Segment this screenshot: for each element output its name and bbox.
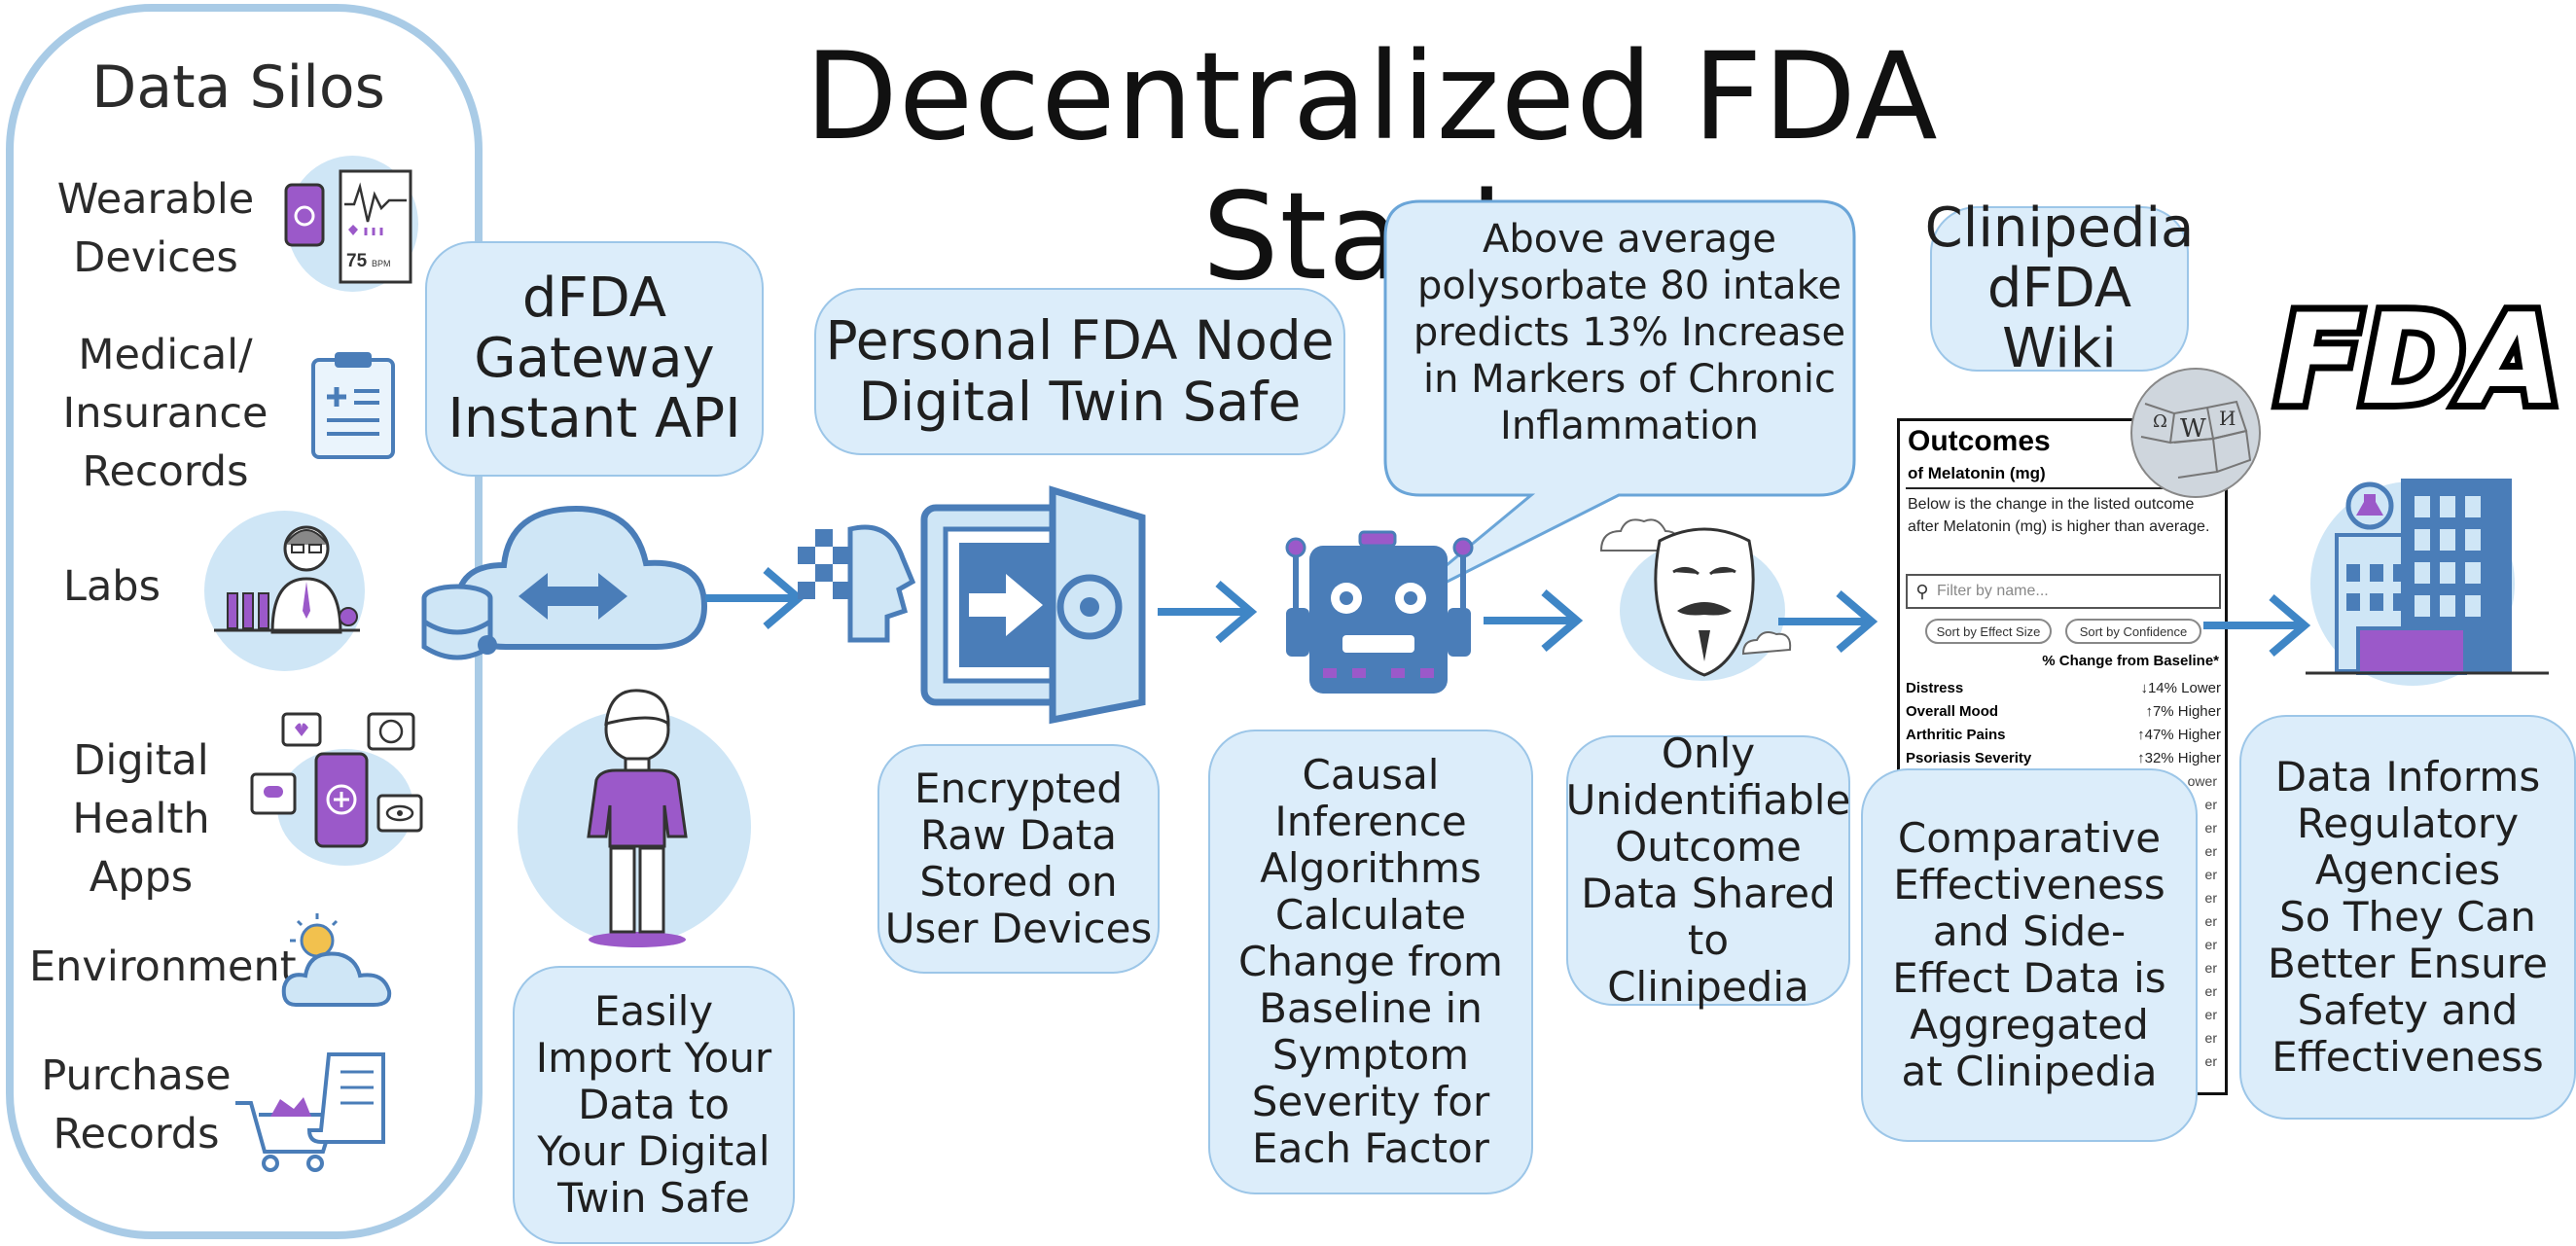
silo-label-medical-records: Medical/ Insurance Records bbox=[62, 331, 268, 496]
row-name: Psoriasis Severity bbox=[1906, 750, 2032, 766]
hidden-row-value: er bbox=[2204, 913, 2217, 929]
hidden-row-value: er bbox=[2204, 820, 2217, 836]
row-value: ↑32% Higher bbox=[2137, 750, 2221, 766]
partial-row-value: ower bbox=[2187, 773, 2217, 789]
hidden-row-value: er bbox=[2204, 960, 2217, 976]
anonymous-mask-icon bbox=[1599, 518, 1792, 677]
unidentifiable-bubble: Only Unidentifiable Outcome Data Shared … bbox=[1565, 730, 1851, 1011]
silo-label-wearables: Wearable Devices bbox=[56, 175, 255, 282]
arrow-robot-to-anon bbox=[1484, 588, 1584, 653]
hidden-row-value: er bbox=[2204, 1053, 2217, 1069]
import-bubble: Easily Import Your Data to Your Digital … bbox=[513, 966, 795, 1244]
outcomes-rule bbox=[1906, 487, 2219, 489]
causal-bubble: Causal Inference Algorithms Calculate Ch… bbox=[1208, 730, 1533, 1194]
hidden-row-value: er bbox=[2204, 867, 2217, 882]
arrow-node-to-robot bbox=[1158, 580, 1258, 644]
arrow-wiki-to-fda bbox=[2203, 593, 2311, 658]
cloud-api-icon bbox=[421, 505, 708, 660]
data-silos-title: Data Silos bbox=[91, 53, 385, 122]
gateway-bubble: dFDA Gateway Instant API bbox=[425, 241, 764, 477]
filter-placeholder: Filter by name... bbox=[1937, 583, 2049, 599]
hidden-row-value: er bbox=[2204, 797, 2217, 812]
row-name: Overall Mood bbox=[1906, 703, 1999, 720]
column-header: % Change from Baseline* bbox=[2042, 653, 2219, 669]
person-icon bbox=[587, 689, 688, 947]
bpm-value: 75 bbox=[346, 251, 368, 271]
wearable-devices-icon: 75 BPM bbox=[284, 169, 412, 284]
hidden-row-value: er bbox=[2204, 890, 2217, 906]
row-value: ↑7% Higher bbox=[2145, 703, 2221, 720]
arrow-gateway-to-node bbox=[705, 566, 805, 630]
health-apps-icon bbox=[250, 712, 423, 848]
silo-label-environment: Environment bbox=[29, 943, 297, 991]
clinipedia-bubble: Clinipedia dFDA Wiki bbox=[1924, 196, 2195, 380]
svg-text:И: И bbox=[2219, 407, 2236, 430]
causal-robot-icon bbox=[1285, 530, 1474, 694]
svg-text:W: W bbox=[2180, 414, 2206, 444]
row-value: ↓14% Lower bbox=[2140, 680, 2221, 696]
svg-text:Ω: Ω bbox=[2153, 411, 2167, 432]
comparative-bubble: Comparative Effectiveness and Side- Effe… bbox=[1861, 768, 2198, 1142]
search-icon: ⚲ bbox=[1915, 581, 1929, 601]
environment-icon bbox=[281, 913, 392, 1007]
sort-confidence-button[interactable]: Sort by Confidence bbox=[2065, 619, 2201, 644]
hidden-row-value: er bbox=[2204, 1007, 2217, 1022]
hidden-row-value: er bbox=[2204, 983, 2217, 999]
regulatory-bubble: Data Informs Regulatory Agencies So They… bbox=[2239, 715, 2576, 1120]
row-value: ↑47% Higher bbox=[2137, 727, 2221, 743]
fda-logo: FDA bbox=[2270, 281, 2568, 440]
hidden-row-value: er bbox=[2204, 843, 2217, 859]
row-name: Arthritic Pains bbox=[1906, 727, 2006, 743]
table-row: Arthritic Pains ↑47% Higher bbox=[1906, 727, 2221, 750]
node-bubble: Personal FDA Node Digital Twin Safe bbox=[814, 288, 1345, 455]
row-name: Distress bbox=[1906, 680, 1964, 696]
outcomes-description: Below is the change in the listed outcom… bbox=[1908, 496, 2210, 535]
outcomes-title: Outcomes bbox=[1908, 425, 2051, 457]
digital-twin-safe-icon bbox=[798, 485, 1146, 725]
fda-building-icon bbox=[2306, 479, 2549, 686]
hidden-row-value: er bbox=[2204, 937, 2217, 952]
purchase-records-icon bbox=[235, 1052, 385, 1172]
table-row: Psoriasis Severity ↑32% Higher bbox=[1906, 750, 2221, 773]
outcomes-subtitle: of Melatonin (mg) bbox=[1908, 464, 2046, 482]
silo-label-purchases: Purchase Records bbox=[41, 1051, 232, 1158]
wikipedia-globe-icon: W И Ω bbox=[2130, 368, 2261, 498]
table-row: Overall Mood ↑7% Higher bbox=[1906, 703, 2221, 727]
silo-label-labs: Labs bbox=[62, 562, 161, 611]
prediction-text: Above average polysorbate 80 intake pred… bbox=[1413, 217, 1846, 448]
silo-label-health-apps: Digital Health Apps bbox=[72, 736, 210, 902]
sort-effect-button[interactable]: Sort by Effect Size bbox=[1925, 619, 2052, 644]
encrypted-bubble: Encrypted Raw Data Stored on User Device… bbox=[877, 744, 1160, 974]
table-row: Distress ↓14% Lower bbox=[1906, 680, 2221, 703]
arrow-anon-to-wiki bbox=[1778, 589, 1878, 654]
fda-logo-text: FDA bbox=[2276, 288, 2561, 433]
medical-records-icon bbox=[311, 352, 395, 459]
filter-input[interactable]: ⚲ Filter by name... bbox=[1906, 574, 2221, 609]
prediction-speech-bubble bbox=[1383, 199, 1856, 610]
lab-scientist-icon bbox=[214, 525, 360, 634]
hidden-row-value: er bbox=[2204, 1030, 2217, 1046]
bpm-unit: BPM bbox=[372, 259, 391, 268]
